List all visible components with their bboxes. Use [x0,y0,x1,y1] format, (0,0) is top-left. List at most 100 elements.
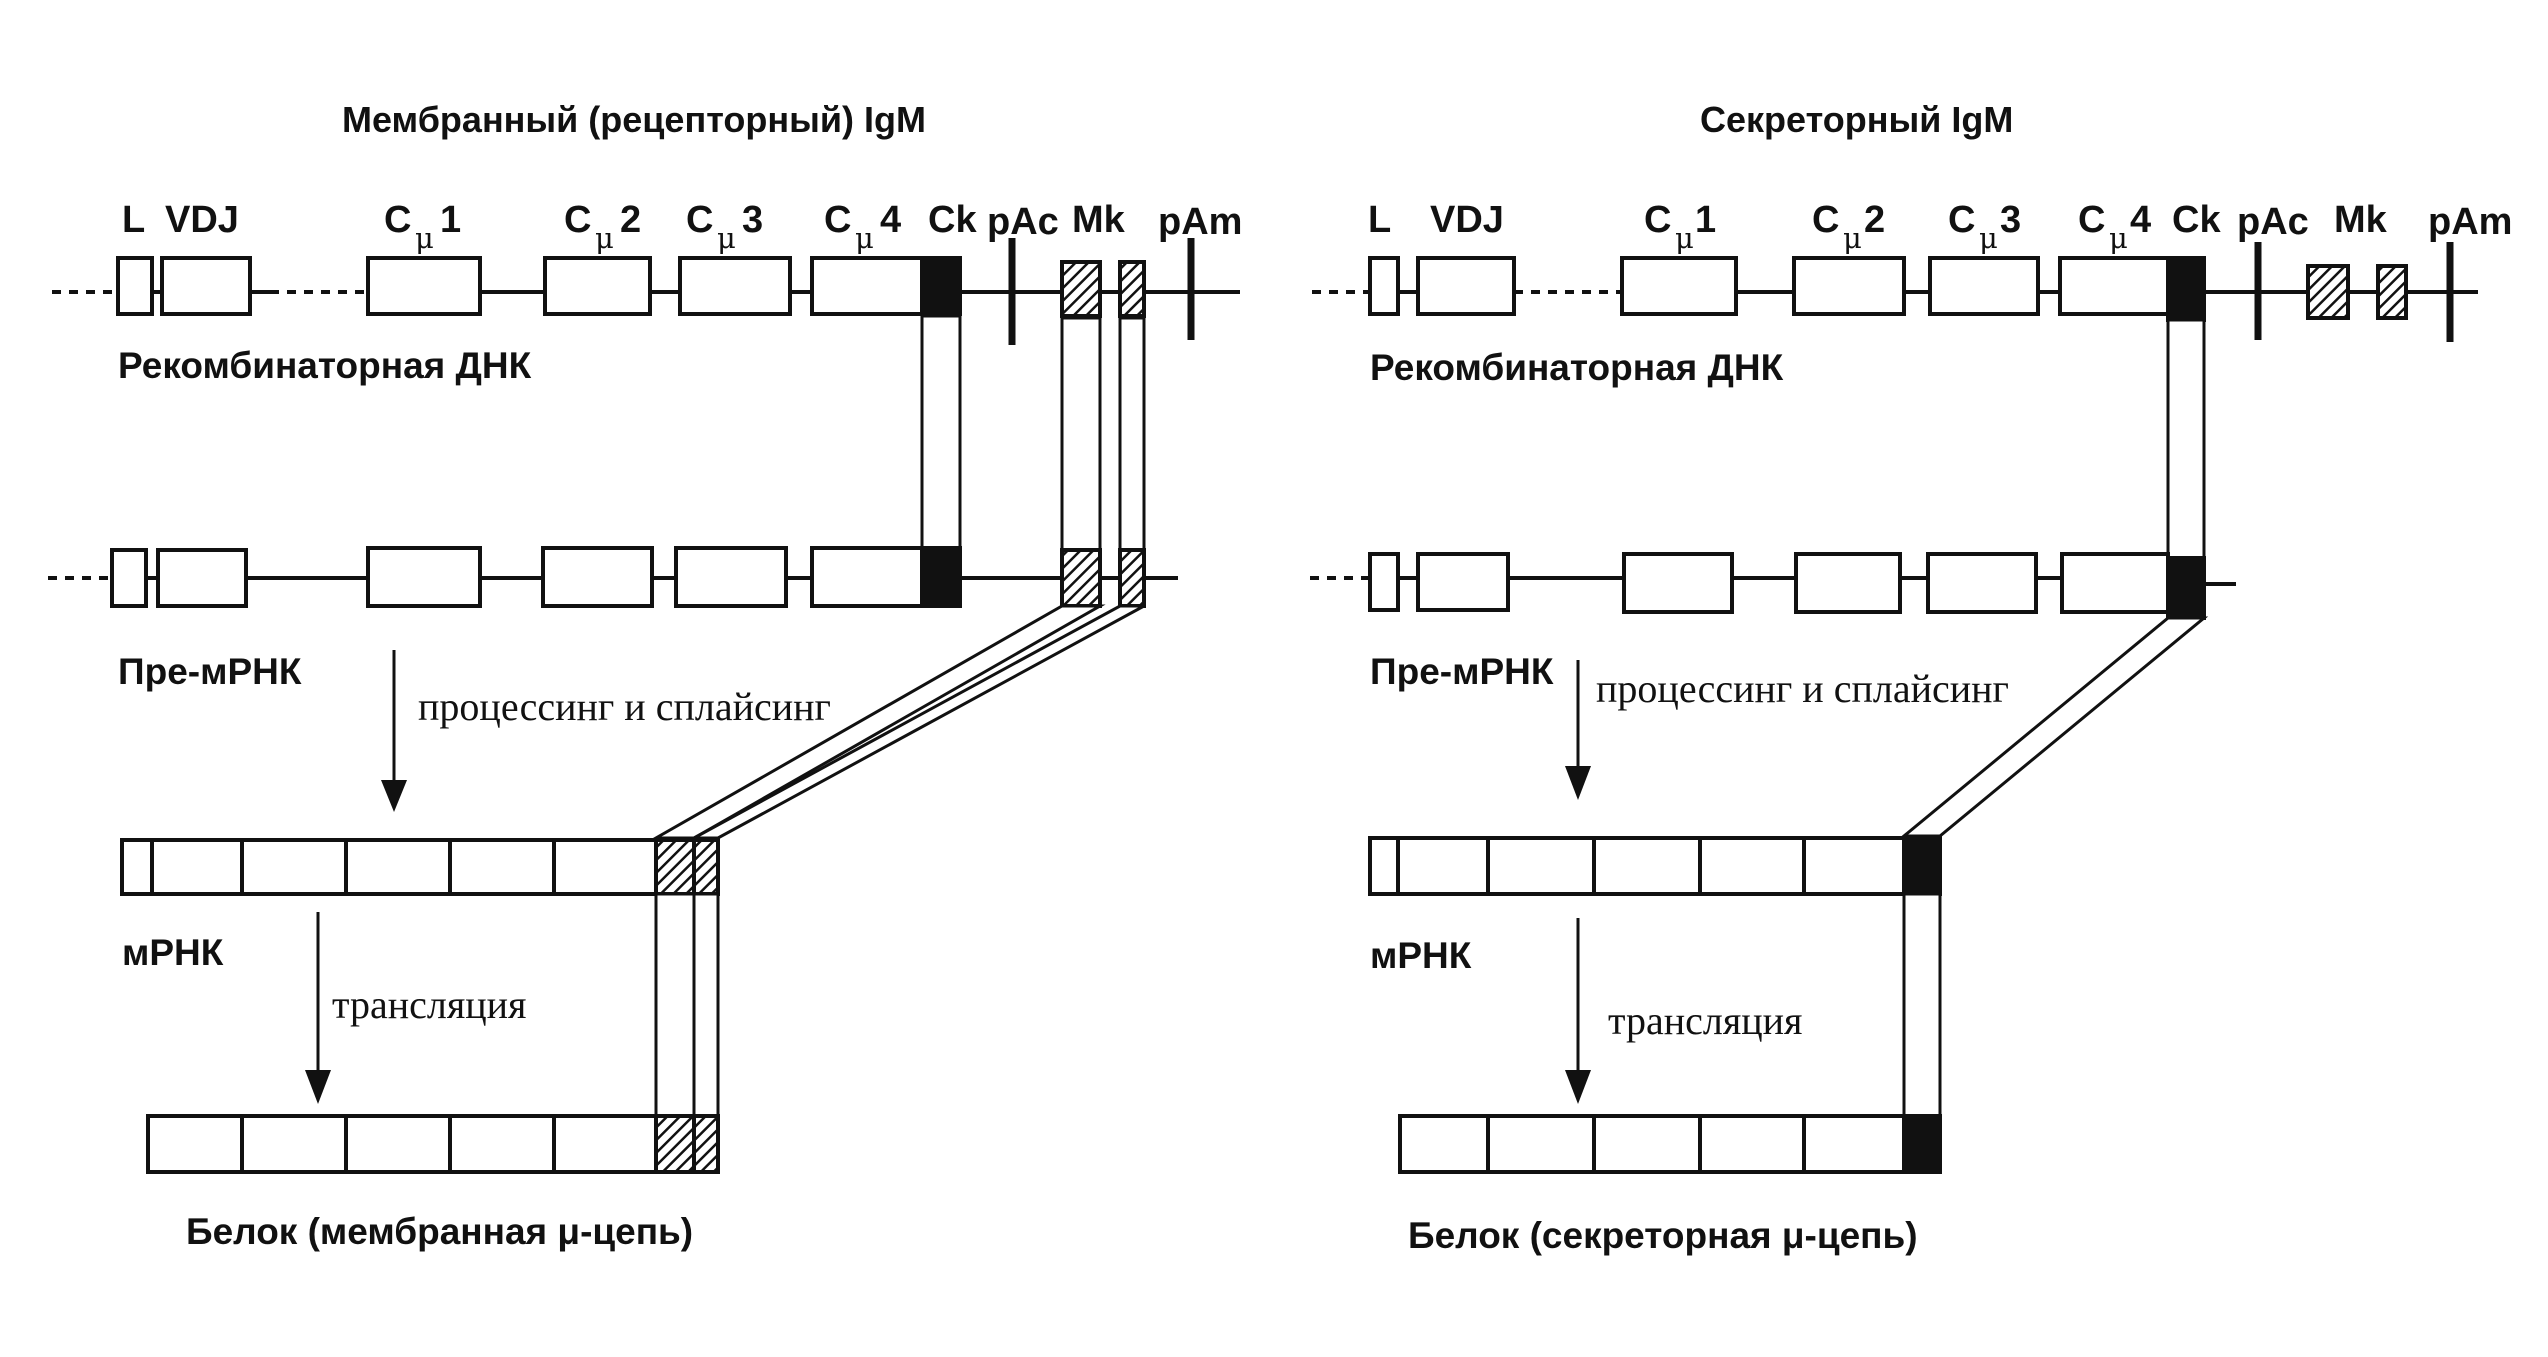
translation-arrow-head [1565,1070,1591,1104]
membrane-protein-row [146,1114,720,1174]
dna-exon-mk2 [2376,264,2408,320]
mrna-exon-cmu3 [1698,836,1806,896]
gene-label-pAm: pAm [1158,201,1242,243]
dna-exon-mk1 [1060,260,1102,318]
svg-text:1: 1 [1695,199,1716,241]
svg-text:C: C [384,199,411,241]
dna-exon-VDJ [160,256,252,316]
mrna-exon-cmu2 [1592,836,1702,896]
premrna-exon-cmu3 [1926,552,2038,614]
gene-label-cmu3: C μ 3 [686,199,763,255]
mrna-exon-VDJ [1396,836,1490,896]
connector-mk2-dna-premrna [1118,316,1146,556]
secretory-gene-labels: L VDJ C μ 1 C μ 2 C μ 3 C μ 4 Ck [1368,199,2512,255]
secretory-protein-label: Белок (секреторная μ-цепь) [1408,1215,1918,1256]
premrna-exon-cmu4 [2060,552,2170,614]
dna-exon-mk1 [2306,264,2350,320]
premrna-exon-ck [920,546,962,608]
gene-label-VDJ: VDJ [165,199,239,241]
membrane-mrna-label: мРНК [122,932,224,973]
svg-text:μ: μ [855,221,874,255]
svg-text:C: C [1812,199,1839,241]
dna-exon-cmu1 [1620,256,1738,316]
mrna-exon-VDJ [150,838,244,896]
gene-label-pAm: pAm [2428,201,2512,243]
mrna-exon-mk1 [654,838,696,896]
membrane-protein-label: Белок (мембранная μ-цепь) [186,1211,693,1252]
premrna-exon-cmu4 [810,546,924,608]
membrane-igm-panel: Мембранный (рецепторный) IgM L VDJ C μ 1… [48,99,1242,1252]
premrna-exon-cmu2 [1794,552,1902,614]
gene-label-cmu1: C μ 1 [384,199,461,255]
protein-domain-ck [1902,1114,1942,1174]
secretory-dna-row [1312,242,2478,342]
secretory-translation-label: трансляция [1608,998,1802,1043]
dna-exon-cmu3 [678,256,792,316]
protein-domain-cmu4 [552,1114,658,1174]
dna-exon-cmu4 [2058,256,2170,316]
mrna-exon-cmu2 [344,838,452,896]
svg-text:2: 2 [1864,199,1885,241]
mrna-exon-cmu3 [448,838,556,896]
svg-text:C: C [2078,199,2105,241]
svg-text:C: C [824,199,851,241]
connector-ck-dna-premrna [920,314,962,556]
premrna-exon-cmu2 [541,546,654,608]
gene-label-cmu2: C μ 2 [1812,199,1885,255]
dna-exon-cmu2 [1792,256,1906,316]
membrane-dna-label: Рекомбинаторная ДНК [118,345,532,386]
secretory-premrna-label: Пре-мРНК [1370,651,1554,692]
secretory-processing-label: процессинг и сплайсинг [1596,666,2009,711]
mrna-exon-L [1368,836,1400,896]
premrna-exon-mk1 [1060,548,1102,608]
svg-text:C: C [686,199,713,241]
premrna-exon-cmu1 [1622,552,1734,614]
svg-text:3: 3 [2000,199,2021,241]
secretory-protein-row [1398,1114,1942,1174]
mrna-exon-ck [1902,836,1942,896]
mrna-exon-cmu4 [1802,836,1906,896]
svg-text:μ: μ [415,221,434,255]
premrna-exon-cmu3 [674,546,788,608]
svg-text:μ: μ [1979,221,1998,255]
gene-label-L: L [1368,199,1391,241]
svg-text:C: C [1948,199,1975,241]
dna-exon-cmu1 [366,256,482,316]
svg-text:1: 1 [440,199,461,241]
protein-domain-mk1 [654,1114,696,1174]
translation-arrow-head [305,1070,331,1104]
processing-arrow-head [1565,766,1591,800]
premrna-exon-ck [2166,556,2206,620]
svg-text:μ: μ [717,221,736,255]
gene-label-VDJ: VDJ [1430,199,1504,241]
svg-text:μ: μ [2109,221,2128,255]
protein-domain-cmu2 [344,1114,452,1174]
connector-ck-mrna-protein [1902,892,1942,1118]
premrna-exon-cmu1 [366,546,482,608]
gene-label-Mk: Mk [2334,199,2388,241]
gene-label-Ck: Ck [2172,199,2221,241]
svg-text:4: 4 [880,199,901,241]
premrna-exon-VDJ [1416,552,1510,612]
premrna-exon-mk2 [1118,548,1146,608]
membrane-mrna-row [120,838,720,896]
gene-label-L: L [122,199,145,241]
gene-label-pAc: pAc [2237,201,2309,243]
gene-label-cmu3: C μ 3 [1948,199,2021,255]
protein-domain-cmu1 [240,1114,348,1174]
connector-ck-dna-premrna [2166,318,2206,560]
protein-domain-cmu3 [448,1114,556,1174]
svg-text:4: 4 [2130,199,2151,241]
gene-label-cmu4: C μ 4 [824,199,901,255]
membrane-panel-title: Мембранный (рецепторный) IgM [342,99,926,140]
dna-exon-L [1368,256,1400,316]
protein-domain-cmu3 [1698,1114,1806,1174]
processing-arrow-head [381,780,407,812]
premrna-exon-L [110,548,148,608]
gene-label-cmu1: C μ 1 [1644,199,1716,255]
gene-label-cmu2: C μ 2 [564,199,641,255]
dna-exon-ck [920,256,962,316]
secretory-igm-panel: Секреторный IgM L VDJ C μ 1 C μ 2 C μ 3 … [1310,99,2512,1256]
mrna-exon-cmu4 [552,838,658,896]
connector-mk1-dna-premrna [1060,316,1102,556]
